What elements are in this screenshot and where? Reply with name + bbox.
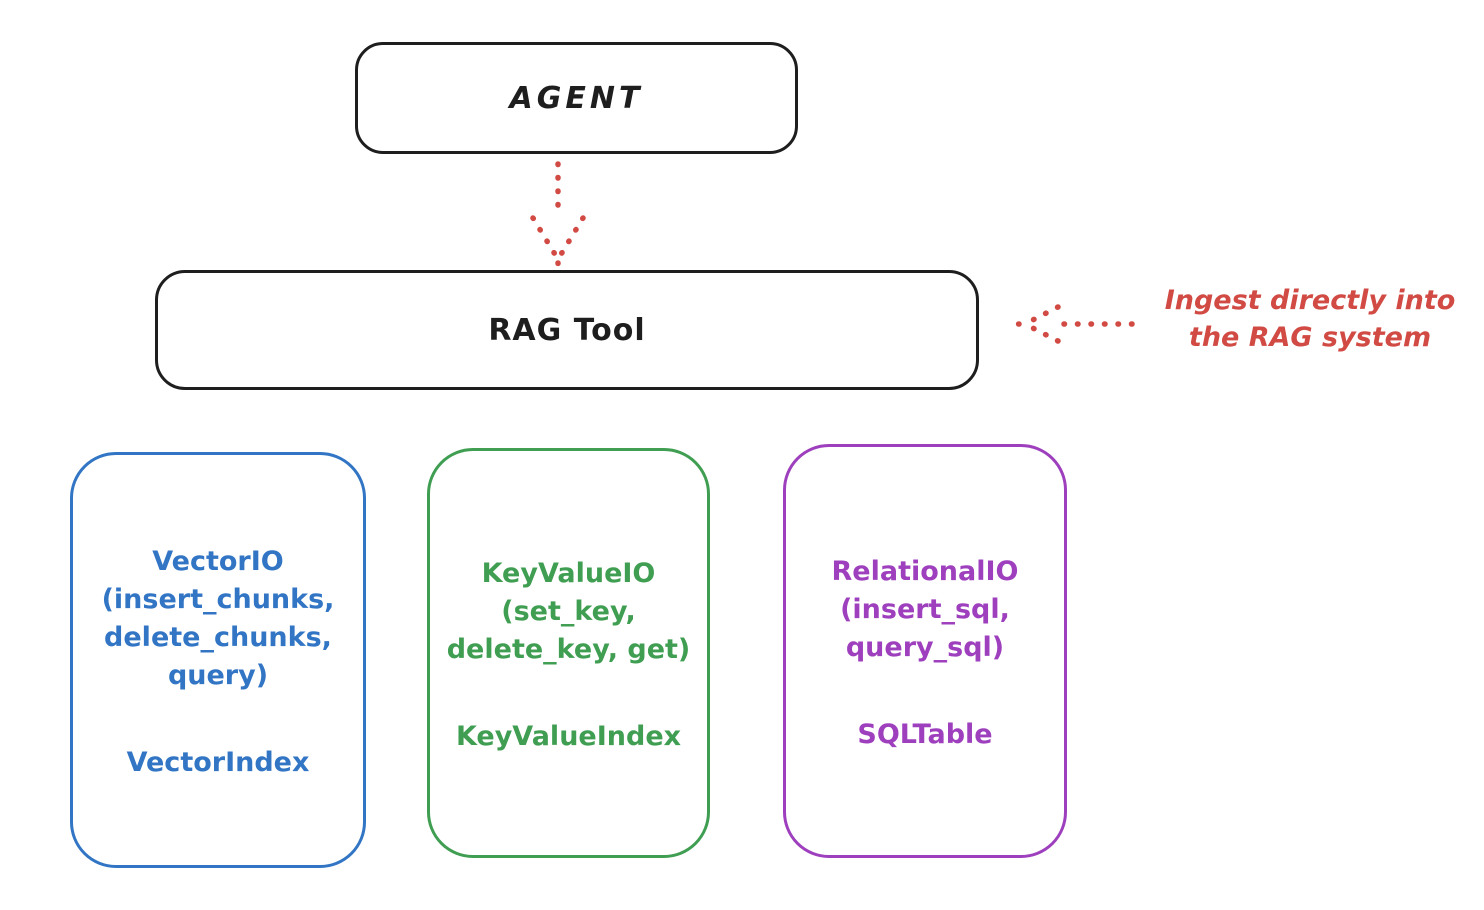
agent-to-ragtool-arrow [530,161,586,267]
rag-tool-box: RAG Tool [155,270,979,390]
agent-box: AGENT [355,42,798,154]
agent-box-label: AGENT [509,80,644,116]
arrow-head [530,215,586,267]
annotation-to-ragtool-arrow [1015,304,1135,344]
keyvalue-index-label: KeyValueIndex [455,720,682,752]
rag-tool-box-label: RAG Tool [488,312,646,348]
relational-io-box: RelationalIO (insert_sql, query_sql) SQL… [783,444,1067,858]
keyvalue-io-title: KeyValueIO (set_key, delete_key, get) [446,557,691,665]
ingest-annotation: Ingest directly into the RAG system [1164,285,1456,353]
relational-io-title: RelationalIO (insert_sql, query_sql) [831,555,1019,663]
keyvalue-io-box: KeyValueIO (set_key, delete_key, get) Ke… [427,448,710,858]
sqltable-label: SQLTable [857,718,993,750]
vector-io-box: VectorIO (insert_chunks, delete_chunks, … [70,452,366,868]
arrow-head [1015,304,1061,344]
vector-index-label: VectorIndex [126,746,310,778]
vector-io-title: VectorIO (insert_chunks, delete_chunks, … [101,545,335,691]
